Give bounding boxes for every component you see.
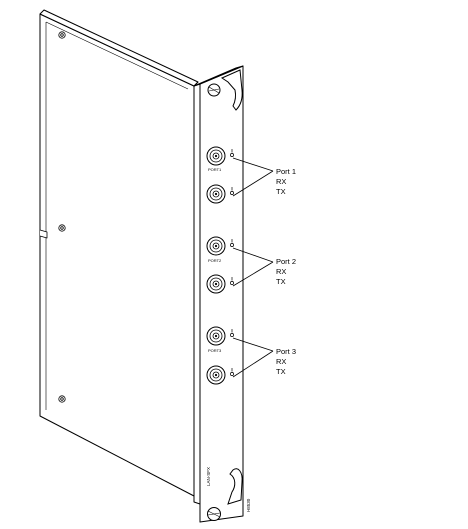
port2-label: Port 2 (276, 257, 296, 266)
port2-tx-label: TX (276, 277, 286, 286)
connector-core (214, 282, 218, 286)
panel-model-text: LAN-SFX (206, 467, 211, 486)
connector-core (214, 334, 218, 338)
port2-tx-connector (206, 274, 234, 294)
mounting-hole (58, 224, 66, 232)
port2-rx-label: RX (276, 267, 286, 276)
port3-rx-connector (206, 326, 234, 346)
port2-callout: Port 2 RX TX (276, 257, 296, 286)
port3-tx-connector (206, 365, 234, 385)
connector-core (214, 373, 218, 377)
connector-core (214, 244, 218, 248)
port1-tx-connector (206, 184, 234, 204)
port3-rx-label: RX (276, 357, 286, 366)
connector-tab (230, 243, 234, 247)
card-mounting-holes (58, 31, 66, 403)
mounting-hole (58, 395, 66, 403)
panel-port3-label: PORT3 (208, 348, 222, 353)
port1-label: Port 1 (276, 167, 296, 176)
connector-tab (230, 153, 234, 157)
port1-rx-connector (206, 146, 234, 166)
port2-rx-connector (206, 236, 234, 256)
card-body (39, 9, 199, 497)
connector-core (214, 192, 218, 196)
port3-tx-label: TX (276, 367, 286, 376)
port1-rx-label: RX (276, 177, 286, 186)
port1-callout: Port 1 RX TX (276, 167, 296, 196)
callout-leaders (232, 157, 274, 378)
bottom-ejector-lever (207, 468, 243, 521)
panel-port1-label: PORT1 (208, 167, 222, 172)
connector-tab (230, 333, 234, 337)
connector-tab (230, 191, 234, 195)
connector-core (214, 154, 218, 158)
fiber-connectors (206, 146, 234, 385)
port1-tx-label: TX (276, 187, 286, 196)
connector-tab (230, 281, 234, 285)
mounting-hole (58, 31, 66, 39)
connector-tab (230, 372, 234, 376)
faceplate (193, 65, 244, 523)
panel-port2-label: PORT2 (208, 258, 222, 263)
figure-id: H8530 (246, 498, 251, 512)
port3-label: Port 3 (276, 347, 296, 356)
port3-callout: Port 3 RX TX (276, 347, 296, 376)
top-ejector-lever (207, 69, 243, 111)
